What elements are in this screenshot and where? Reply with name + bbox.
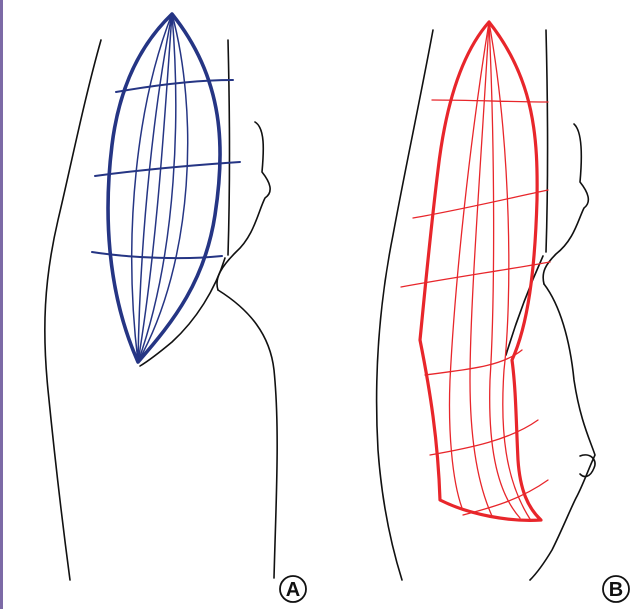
panel-a-flap-outline	[108, 14, 220, 362]
panel-b-body-outline	[377, 30, 596, 580]
panel-b-flap	[401, 22, 550, 520]
panel-a-label-text: A	[286, 579, 300, 601]
panel-a-flap	[92, 14, 240, 362]
panel-b-flap-outline	[420, 22, 541, 520]
panel-a-label: A	[280, 576, 306, 602]
panel-b-label-text: B	[609, 579, 623, 601]
panel-a: A	[45, 14, 306, 602]
panel-b: B	[377, 22, 629, 602]
panel-b-label: B	[603, 576, 629, 602]
